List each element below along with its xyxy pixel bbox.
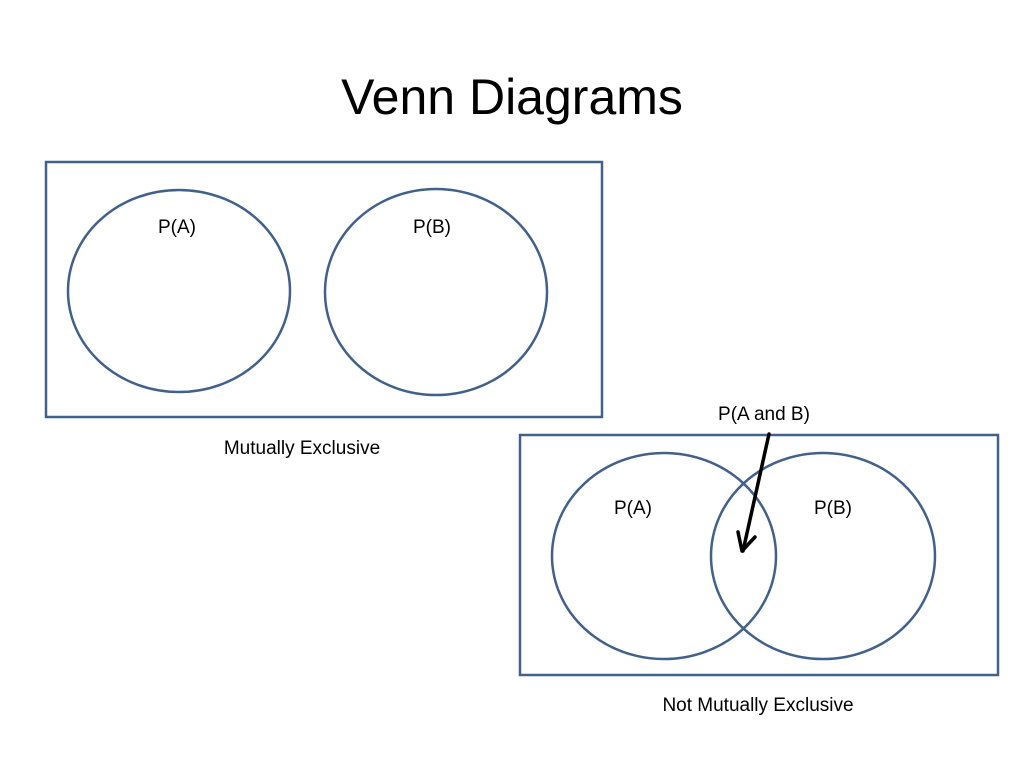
universe-box [44, 160, 604, 419]
intersection-label: P(A and B) [718, 404, 810, 425]
set-b-circle [709, 451, 937, 661]
set-a-circle [66, 188, 292, 394]
set-b-circle [323, 187, 549, 397]
intersection-arrow [736, 432, 771, 553]
universe-box [518, 433, 1000, 677]
set-a-label: P(A) [614, 498, 652, 519]
mutually-exclusive-diagram: P(A) P(B) Mutually Exclusive [44, 160, 604, 459]
arrow-shaft [741, 432, 771, 553]
not-mutually-exclusive-diagram: P(A) P(B) P(A and B) Not Mutually Exclus… [518, 404, 1000, 716]
slide-title: Venn Diagrams [341, 69, 683, 125]
arrow-head [736, 530, 757, 553]
diagram-caption: Not Mutually Exclusive [662, 695, 853, 716]
diagram-caption: Mutually Exclusive [224, 438, 380, 459]
set-b-label: P(B) [814, 498, 852, 519]
set-a-label: P(A) [158, 217, 196, 238]
set-b-label: P(B) [413, 217, 451, 238]
set-a-circle [550, 451, 778, 661]
